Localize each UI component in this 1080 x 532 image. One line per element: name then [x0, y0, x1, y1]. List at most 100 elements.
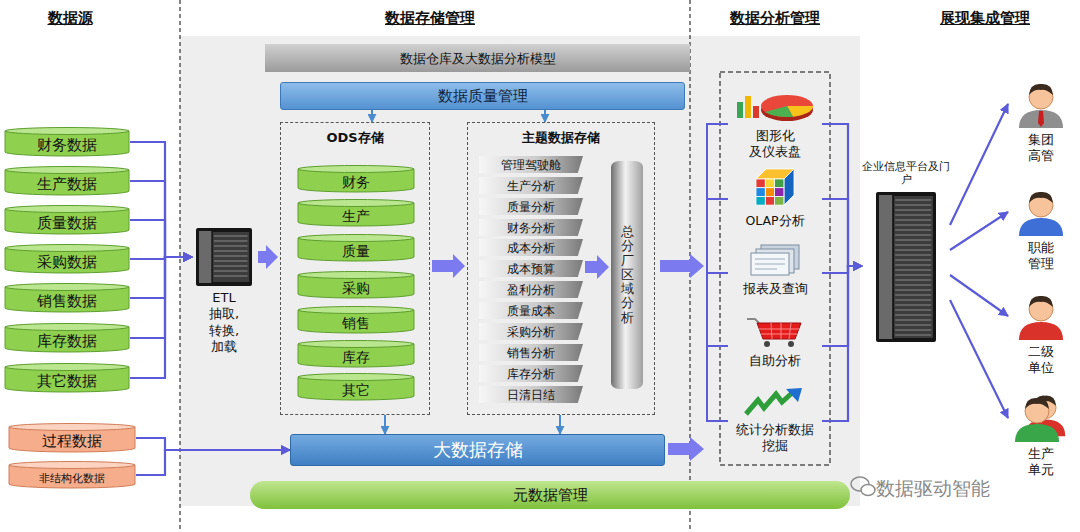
- shape-part: [764, 341, 770, 347]
- shape-part: [786, 388, 802, 402]
- source-cylinder: 库存数据: [4, 323, 130, 353]
- metadata-band: 元数据管理: [250, 481, 850, 509]
- shape-part: [214, 271, 248, 272]
- server-icon: [876, 192, 936, 342]
- shape-part: [298, 341, 414, 348]
- shape-part: [895, 260, 931, 261]
- shape-part: [761, 95, 813, 117]
- analysis-item: OLAP分析: [728, 165, 822, 233]
- shape-part: [775, 188, 784, 197]
- node-label: 销售数据: [37, 294, 97, 309]
- node-label: 成本分析: [507, 242, 555, 254]
- shape-part: [214, 236, 248, 237]
- shape-part: [895, 205, 931, 206]
- connector: [544, 110, 546, 122]
- subject-bar: 日清日结: [479, 386, 583, 403]
- node-label: 质量分析: [507, 201, 555, 213]
- shape-part: [879, 195, 892, 339]
- shape-part: [755, 264, 785, 265]
- icon-holder: [1016, 292, 1066, 340]
- flow-arrow: [668, 437, 704, 461]
- node-label: 管理驾驶舱: [501, 159, 561, 171]
- person-icon: [1016, 188, 1066, 236]
- node-label: 元数据管理: [513, 488, 588, 503]
- node-label: 非结构化数据: [39, 473, 105, 484]
- shape-part: [895, 225, 931, 226]
- shape-part: [1019, 192, 1063, 236]
- node-label: 二级 单位: [1026, 344, 1056, 377]
- subject-bar: 销售分析: [479, 344, 583, 361]
- shape-part: [1019, 218, 1063, 236]
- node-label: 销售分析: [507, 347, 555, 359]
- shape-part: [1029, 84, 1053, 95]
- icon-holder: [745, 315, 805, 349]
- connector: [130, 220, 192, 257]
- shape-part: [756, 179, 765, 188]
- section-heading: 数据源: [48, 9, 93, 28]
- icon-holder: [744, 388, 806, 418]
- connector: [950, 212, 1008, 250]
- node-label: 其它: [342, 383, 370, 397]
- connector: [136, 450, 290, 475]
- shape-part: [1015, 424, 1059, 442]
- node-label: 财务: [342, 175, 370, 189]
- shape-part: [895, 280, 931, 281]
- subject-bar: 管理驾驶舱: [479, 156, 583, 173]
- source-cylinder: 非结构化数据: [8, 461, 136, 489]
- shape-part: [895, 315, 931, 316]
- quality-bar: 数据质量管理: [280, 82, 685, 110]
- ods-group: ODS存储财务生产质量采购销售库存其它: [280, 122, 430, 415]
- analysis-item: 统计分析数据 挖掘: [728, 388, 822, 454]
- shape-part: [895, 330, 931, 331]
- connector: [130, 257, 192, 378]
- shape-part: [298, 166, 414, 173]
- shape-part: [298, 374, 414, 381]
- shape-part: [5, 284, 129, 291]
- shape-part: [214, 256, 248, 257]
- shape-part: [895, 230, 931, 231]
- node-label: 盈利分析: [507, 284, 555, 296]
- shape-part: [9, 424, 135, 431]
- region-column: 总分厂区域分析: [611, 161, 643, 389]
- shape-part: [745, 96, 751, 118]
- shape-part: [895, 310, 931, 311]
- node-label: 生产数据: [37, 177, 97, 192]
- node-label: 图形化 及仪表盘: [740, 128, 810, 159]
- ods-cylinder: 生产: [297, 199, 415, 227]
- shape-part: [1029, 192, 1053, 203]
- report-icon: [747, 243, 803, 277]
- shape-part: [771, 323, 772, 339]
- group-heading: 主题数据存储: [522, 129, 600, 147]
- shape-part: [876, 192, 936, 342]
- shape-part: [895, 275, 931, 276]
- shape-part: [747, 319, 759, 323]
- user-role: 生产 单元: [1008, 394, 1074, 482]
- connector: [384, 415, 386, 434]
- shape-part: [298, 272, 414, 279]
- shape-part: [895, 220, 931, 221]
- shape-part: [895, 245, 931, 246]
- node-label: 质量数据: [37, 216, 97, 231]
- shape-part: [789, 323, 791, 339]
- shape-part: [765, 179, 774, 188]
- node-label: 库存: [342, 350, 370, 364]
- shape-part: [788, 341, 794, 347]
- mining-icon: [744, 388, 806, 418]
- shape-part: [1019, 322, 1063, 340]
- shape-part: [895, 215, 931, 216]
- connector: [950, 300, 1008, 418]
- ods-cylinder: 财务: [297, 165, 415, 193]
- shape-part: [5, 324, 129, 331]
- icon-holder: [876, 192, 936, 342]
- shape-part: [895, 300, 931, 301]
- shape-part: [895, 265, 931, 266]
- shape-part: [765, 188, 774, 197]
- node-label: 日清日结: [507, 389, 555, 401]
- source-cylinder: 质量数据: [4, 205, 130, 235]
- shape-part: [214, 261, 248, 262]
- node-label: 其它数据: [37, 374, 97, 389]
- node-label: 成本预算: [507, 263, 555, 275]
- shape-part: [775, 179, 784, 188]
- shape-part: [196, 228, 252, 286]
